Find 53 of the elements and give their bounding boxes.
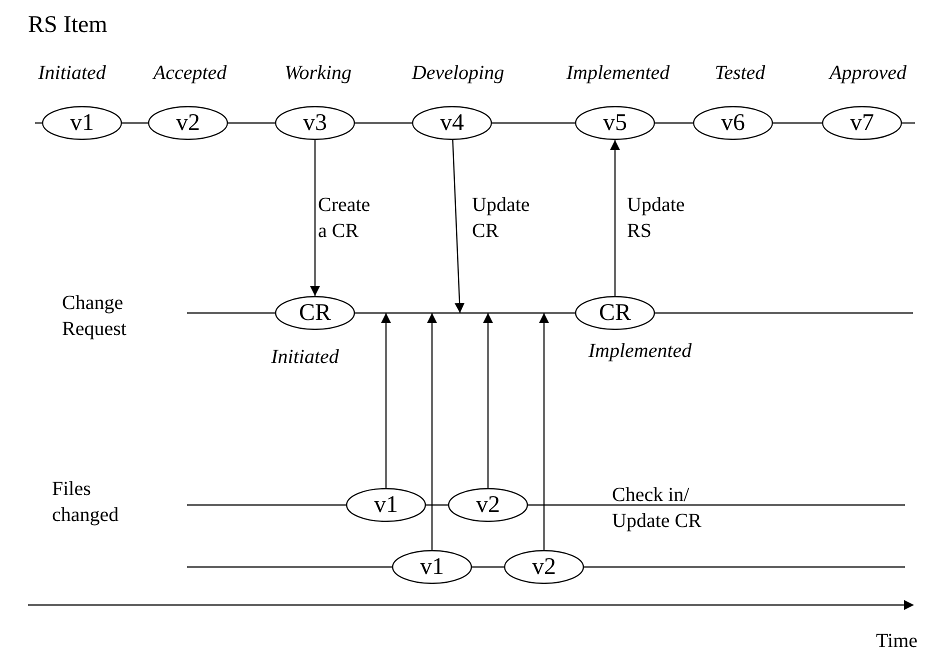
state-label: Implemented	[566, 62, 670, 85]
version-ellipse: v1	[42, 106, 122, 140]
line	[122, 122, 148, 124]
line	[773, 122, 822, 124]
arrow	[452, 140, 465, 314]
state-label: Accepted	[153, 62, 227, 85]
text-label: Check in/ Update CR	[612, 483, 702, 534]
state-label: Developing	[412, 62, 504, 85]
version-ellipse: v2	[148, 106, 228, 140]
state-label: Initiated	[271, 346, 339, 369]
line	[584, 566, 905, 568]
line	[655, 122, 693, 124]
line	[187, 566, 392, 568]
version-ellipse: v6	[693, 106, 773, 140]
version-ellipse: v4	[412, 106, 492, 140]
arrow	[483, 313, 493, 488]
line	[187, 504, 346, 506]
state-label: Approved	[830, 62, 906, 85]
state-label: Tested	[714, 62, 766, 85]
line	[492, 122, 575, 124]
line	[528, 504, 905, 506]
version-ellipse: CR	[575, 296, 655, 330]
state-label: Implemented	[588, 340, 692, 363]
line	[655, 312, 913, 314]
line	[228, 122, 275, 124]
edge-label: Update RS	[627, 193, 686, 244]
arrow	[610, 140, 620, 296]
line	[902, 122, 915, 124]
version-ellipse: v1	[346, 488, 426, 522]
edge-label: Update CR	[472, 193, 531, 244]
line	[426, 504, 448, 506]
version-ellipse: v7	[822, 106, 902, 140]
diagram-title: RS Item	[28, 12, 108, 39]
arrow	[381, 313, 391, 488]
line	[355, 312, 575, 314]
text-label: Time	[876, 629, 919, 654]
line	[187, 312, 275, 314]
line	[355, 122, 412, 124]
line	[472, 566, 504, 568]
arrow	[539, 313, 549, 550]
arrow	[310, 140, 320, 296]
state-label: Initiated	[38, 62, 106, 85]
version-ellipse: v3	[275, 106, 355, 140]
version-ellipse: CR	[275, 296, 355, 330]
version-ellipse: v1	[392, 550, 472, 584]
arrow	[427, 313, 437, 550]
text-label: Change Request	[62, 291, 128, 342]
state-label: Working	[284, 62, 352, 85]
version-ellipse: v2	[448, 488, 528, 522]
version-ellipse: v2	[504, 550, 584, 584]
edge-label: Create a CR	[318, 193, 372, 244]
version-ellipse: v5	[575, 106, 655, 140]
text-label: Files changed	[52, 477, 120, 528]
